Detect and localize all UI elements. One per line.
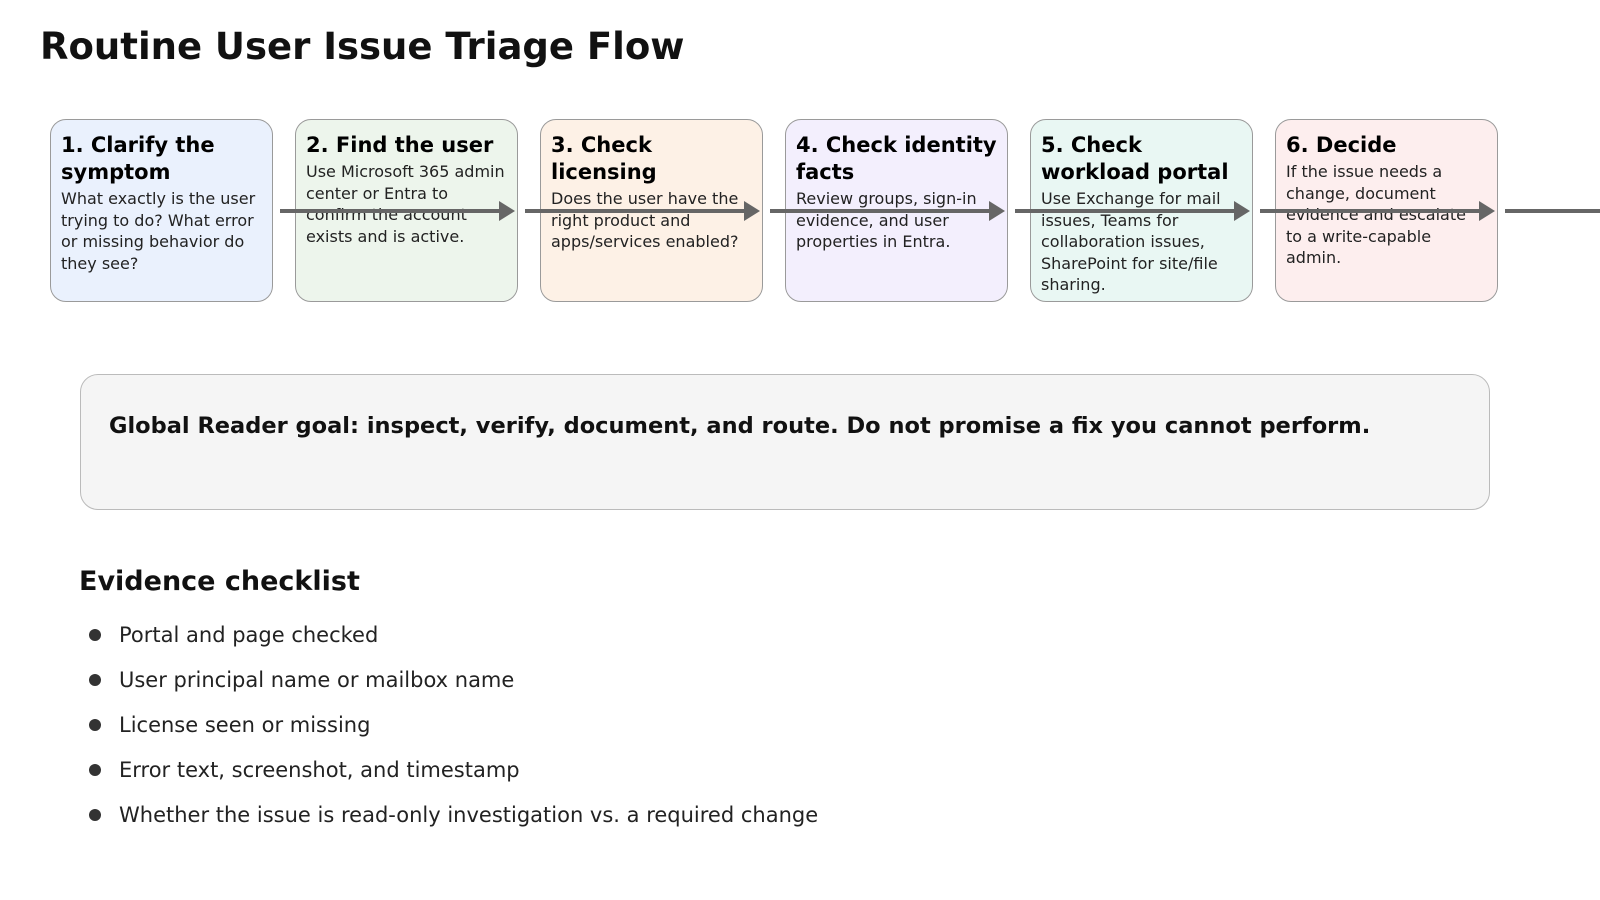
checklist-item: Portal and page checked [88,612,818,657]
bullet-icon [89,763,101,776]
step-card-6: 6. Decide If the issue needs a change, do… [1275,119,1498,302]
checklist-item: Whether the issue is read-only investiga… [88,792,818,837]
goal-callout: Global Reader goal: inspect, verify, doc… [80,374,1490,510]
bullet-icon [89,673,101,686]
checklist-item: Error text, screenshot, and timestamp [88,747,818,792]
checklist-heading: Evidence checklist [79,566,360,597]
checklist-item: User principal name or mailbox name [88,657,818,702]
bullet-icon [89,808,101,821]
step-title: 1. Clarify the symptom [61,133,215,184]
step-body: Use Exchange for mail issues, Teams for … [1041,189,1221,295]
bullet-icon [89,628,101,641]
step-title: 2. Find the user [306,133,494,157]
flow-arrow [1505,209,1600,213]
step-title: 5. Check workload portal [1041,133,1229,184]
page-title: Routine User Issue Triage Flow [40,25,685,68]
step-body: Use Microsoft 365 admin center or Entra … [306,162,505,246]
step-title: 6. Decide [1286,133,1397,157]
step-body: Review groups, sign-in evidence, and use… [796,189,977,252]
step-title: 4. Check identity facts [796,133,997,184]
step-title: 3. Check licensing [551,133,657,184]
bullet-icon [89,718,101,731]
evidence-checklist: Portal and page checked User principal n… [88,612,818,837]
checklist-item: License seen or missing [88,702,818,747]
step-body: Does the user have the right product and… [551,189,739,252]
step-body: If the issue needs a change, document ev… [1286,162,1466,268]
step-body: What exactly is the user trying to do? W… [61,189,256,273]
goal-text: Global Reader goal: inspect, verify, doc… [109,413,1371,439]
